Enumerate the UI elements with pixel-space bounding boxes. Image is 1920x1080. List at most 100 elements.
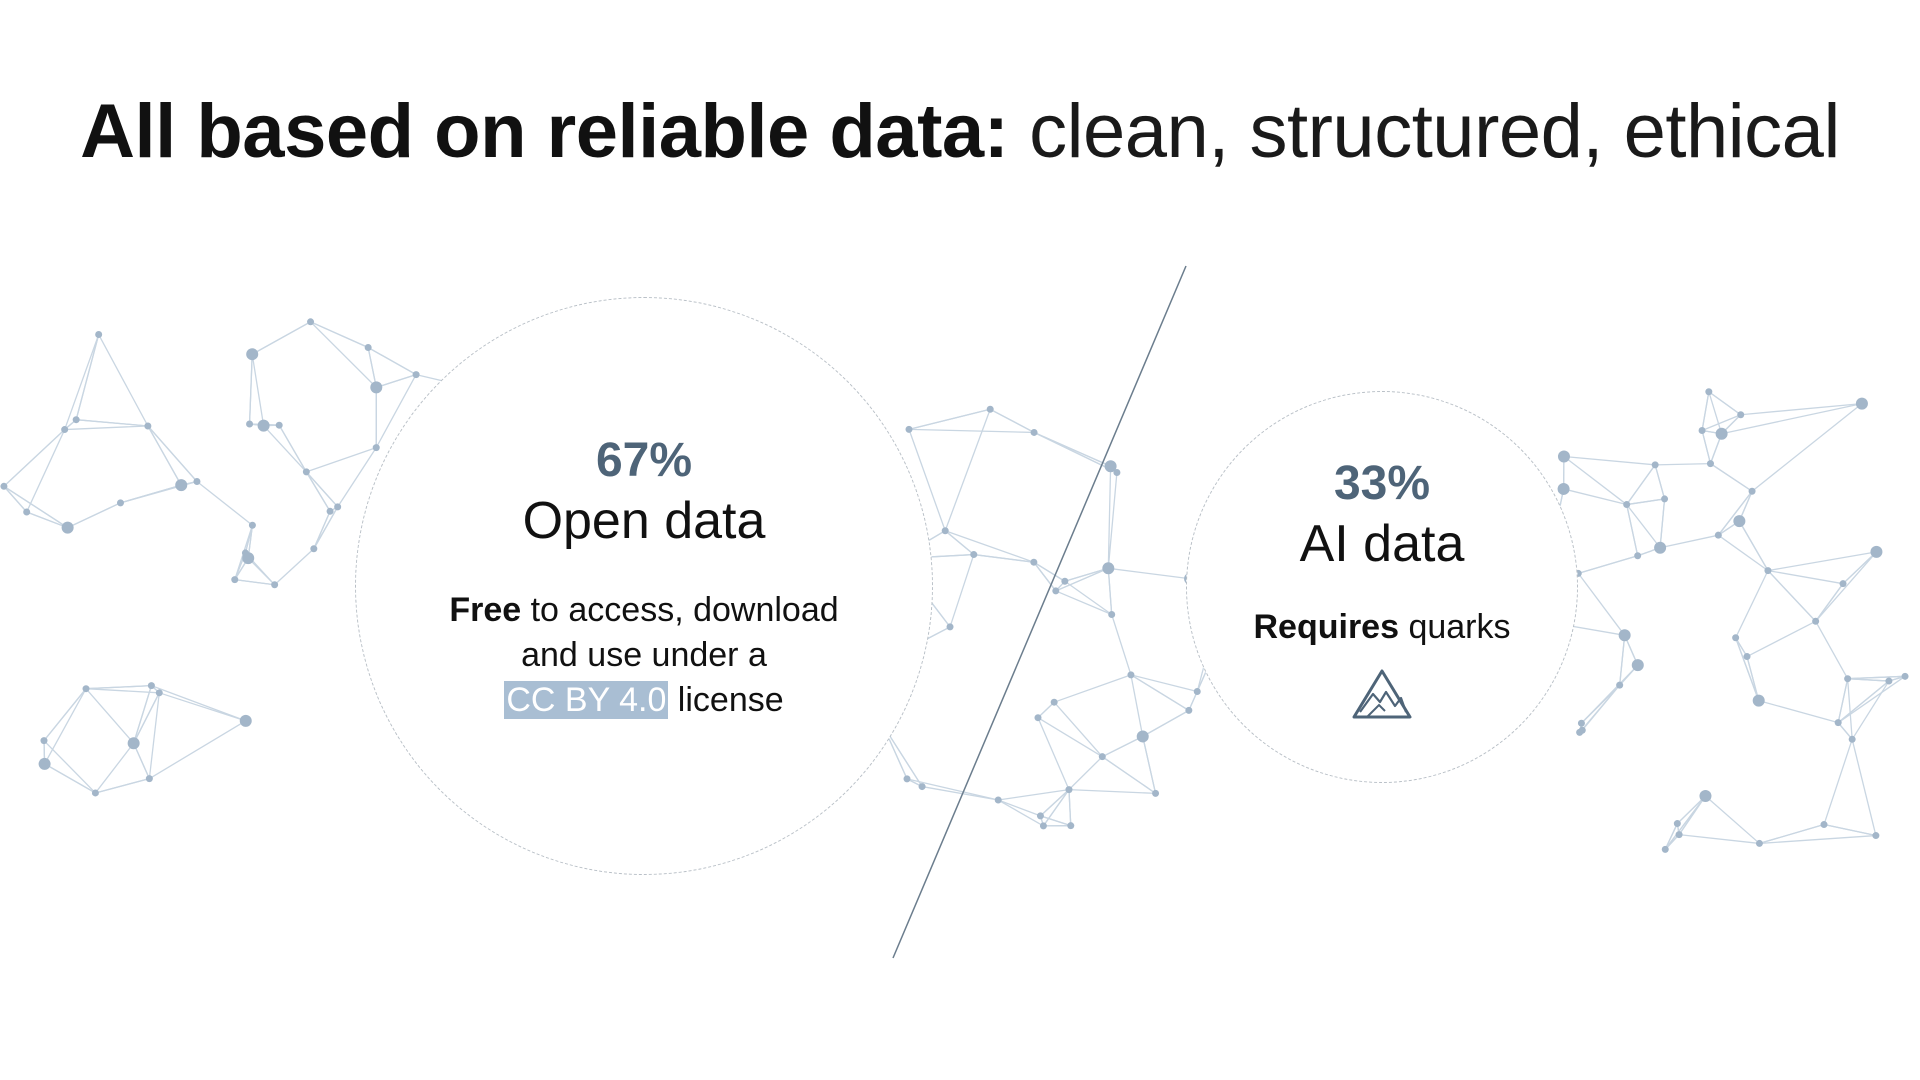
network-node <box>946 623 954 631</box>
network-edge <box>263 425 307 473</box>
network-node <box>903 775 911 783</box>
network-edge <box>1037 701 1055 719</box>
network-edge <box>94 742 135 794</box>
network-edge <box>1626 464 1656 505</box>
network-edge <box>367 347 377 388</box>
network-edge <box>1735 637 1760 701</box>
network-edge <box>1563 455 1656 466</box>
network-node <box>246 420 254 428</box>
network-edge <box>1040 815 1071 827</box>
network-edge <box>149 720 247 780</box>
network-edge <box>1101 756 1156 794</box>
network-edge <box>148 692 160 779</box>
network-node <box>1108 611 1116 619</box>
network-edge <box>1055 567 1109 592</box>
network-edge <box>1676 795 1706 825</box>
network-edge <box>1563 455 1628 506</box>
network-node <box>1673 820 1681 828</box>
network-node <box>1654 541 1667 554</box>
network-edge <box>1708 391 1723 434</box>
open-data-percent: 67% <box>595 434 693 487</box>
network-edge <box>147 425 182 486</box>
network-node <box>334 503 342 511</box>
network-node <box>40 737 48 745</box>
network-node <box>326 507 334 515</box>
network-node <box>144 422 152 430</box>
network-edge <box>1659 534 1719 549</box>
diagonal-divider <box>892 265 1187 959</box>
open-data-desc-line2: and use under a <box>521 636 767 674</box>
network-edge <box>1111 614 1132 676</box>
network-node <box>61 426 69 434</box>
network-node <box>307 318 315 326</box>
network-node <box>372 444 380 452</box>
network-edge <box>310 321 369 349</box>
network-node <box>1755 839 1763 847</box>
network-edge <box>1626 504 1661 549</box>
network-edge <box>1738 520 1769 571</box>
network-node <box>986 405 994 413</box>
network-edge <box>85 688 135 744</box>
network-node <box>1052 587 1060 595</box>
network-edge <box>1759 834 1876 845</box>
network-edge <box>906 778 999 801</box>
network-node <box>0 482 8 490</box>
network-edge <box>251 321 311 355</box>
network-edge <box>1619 635 1626 686</box>
network-edge <box>1679 833 1760 845</box>
open-data-label: Open data <box>522 492 766 550</box>
network-edge <box>1851 680 1890 740</box>
network-edge <box>64 334 100 430</box>
network-node <box>1618 629 1631 642</box>
network-edge <box>1837 680 1890 724</box>
network-node <box>1577 719 1585 727</box>
network-node <box>239 714 252 727</box>
network-edge <box>1751 403 1863 492</box>
license-link[interactable]: CC BY 4.0 <box>504 681 669 719</box>
network-edge <box>1068 788 1156 795</box>
network-edge <box>1578 555 1638 575</box>
network-edge <box>3 485 68 529</box>
network-node <box>82 685 90 693</box>
network-edge <box>944 530 975 556</box>
network-edge <box>1142 736 1157 794</box>
network-node <box>193 478 201 486</box>
ai-data-desc-rest: quarks <box>1399 608 1511 646</box>
network-node <box>370 381 383 394</box>
network-edge <box>305 471 339 508</box>
network-edge <box>274 548 315 586</box>
network-edge <box>1846 678 1853 740</box>
network-node <box>1061 577 1069 585</box>
network-edge <box>1705 795 1760 844</box>
network-edge <box>1626 498 1665 506</box>
network-edge <box>1581 684 1621 731</box>
network-edge <box>248 354 253 424</box>
network-edge <box>313 506 339 550</box>
network-node <box>271 581 279 589</box>
network-node <box>248 521 256 529</box>
network-edge <box>133 742 150 779</box>
network-node <box>1034 714 1042 722</box>
network-edge <box>310 321 377 388</box>
open-data-desc-line3: license <box>668 681 784 719</box>
network-edge <box>1107 472 1118 569</box>
open-data-card: 67% Open data Free to access, download a… <box>355 432 933 723</box>
open-data-description: Free to access, download and use under a… <box>355 588 933 723</box>
network-node <box>127 737 140 750</box>
network-edge <box>1837 678 1849 723</box>
network-node <box>302 468 310 476</box>
ai-data-label: AI data <box>1299 515 1465 573</box>
network-node <box>1557 482 1570 495</box>
network-edge <box>64 425 148 431</box>
network-edge <box>1130 674 1144 737</box>
network-edge <box>1758 700 1839 724</box>
slide-title: All based on reliable data: clean, struc… <box>0 88 1920 176</box>
network-edge <box>1033 561 1057 592</box>
network-edge <box>1626 504 1639 556</box>
network-edge <box>147 425 198 482</box>
network-edge <box>1701 414 1741 432</box>
network-edge <box>1107 568 1113 615</box>
network-edge <box>1053 674 1132 703</box>
network-edge <box>944 530 1035 563</box>
network-edge <box>43 740 96 794</box>
